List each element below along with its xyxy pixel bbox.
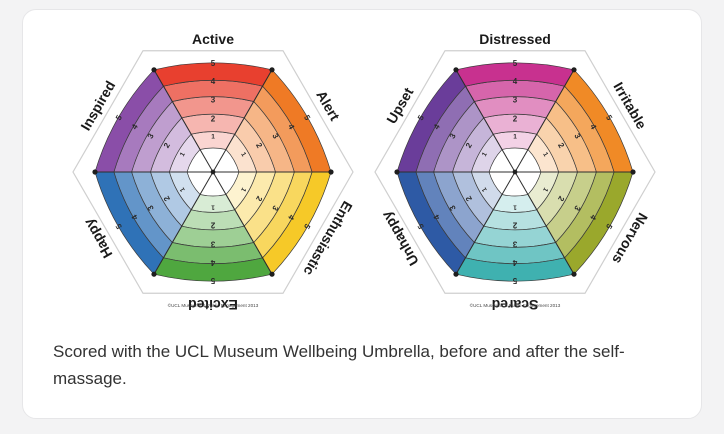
spoke — [514, 69, 575, 173]
scale-number: 4 — [588, 123, 598, 132]
segment-distressed[interactable]: 1 2 3 4 5 Distressed — [455, 31, 575, 150]
scale-number: 1 — [481, 186, 489, 193]
scale-number: 3 — [270, 204, 280, 213]
scale-number: 1 — [541, 186, 549, 193]
scale-number: 5 — [302, 114, 312, 123]
spoke-tip — [328, 169, 334, 175]
spoke — [455, 171, 516, 275]
scale-number: 2 — [211, 114, 216, 123]
scale-number: 1 — [239, 186, 247, 193]
credit-text: ©UCL Museums & Public Engagement 2013 — [168, 302, 259, 308]
segment-label: Scared — [492, 297, 539, 313]
wellbeing-umbrella-negative: 12345Distressed12345Irritable12345Nervou… — [374, 31, 656, 313]
scale-number: 4 — [432, 122, 442, 131]
spoke-tip — [571, 271, 577, 277]
scale-number: 5 — [210, 276, 215, 285]
figure-caption: Scored with the UCL Museum Wellbeing Umb… — [53, 342, 625, 388]
spoke — [212, 69, 273, 173]
scale-number: 1 — [211, 203, 215, 210]
scale-number: 5 — [302, 222, 312, 231]
scale-number: 2 — [512, 221, 517, 230]
spoke-tip — [453, 271, 459, 277]
scale-number: 4 — [211, 77, 216, 86]
umbrella-hub — [512, 169, 518, 175]
scale-number: 2 — [162, 194, 172, 203]
scale-number: 5 — [604, 114, 614, 123]
scale-number: 5 — [513, 59, 518, 68]
scale-number: 2 — [556, 141, 566, 150]
scale-number: 1 — [513, 203, 517, 210]
scale-number: 5 — [512, 276, 517, 285]
spoke — [514, 171, 575, 275]
scale-number: 1 — [513, 134, 517, 141]
scale-number: 1 — [179, 186, 187, 193]
scale-number: 5 — [211, 59, 216, 68]
scale-number: 3 — [512, 239, 517, 248]
scale-number: 4 — [512, 258, 517, 267]
scale-number: 5 — [114, 113, 124, 122]
scale-number: 3 — [513, 96, 518, 105]
spoke — [212, 171, 273, 275]
scale-number: 4 — [130, 212, 140, 221]
spoke — [153, 69, 214, 173]
segment-label: Distressed — [479, 31, 551, 47]
spoke — [153, 171, 214, 275]
scale-number: 3 — [572, 132, 582, 141]
scale-number: 2 — [556, 194, 566, 203]
spoke-tip — [394, 169, 400, 175]
segment-label: Active — [192, 31, 234, 47]
scale-number: 5 — [416, 222, 426, 231]
spoke-tip — [92, 169, 98, 175]
scale-number: 4 — [210, 258, 215, 267]
scale-number: 4 — [588, 213, 598, 222]
spoke-tip — [453, 67, 459, 73]
spoke — [455, 69, 516, 173]
scale-number: 5 — [604, 222, 614, 231]
credit-text: ©UCL Museums & Public Engagement 2013 — [470, 302, 561, 308]
scale-number: 3 — [211, 96, 216, 105]
scale-number: 2 — [513, 114, 518, 123]
scale-number: 2 — [210, 221, 215, 230]
spoke-tip — [151, 67, 157, 73]
segment-active[interactable]: 1 2 3 4 5 Active — [153, 31, 273, 150]
scale-number: 1 — [179, 151, 187, 158]
scale-number: 3 — [448, 131, 458, 140]
scale-number: 2 — [162, 141, 172, 150]
scale-number: 4 — [130, 122, 140, 131]
scale-number: 5 — [114, 222, 124, 231]
scale-number: 4 — [432, 212, 442, 221]
scale-number: 4 — [513, 77, 518, 86]
scale-number: 1 — [239, 151, 247, 158]
scale-number: 3 — [146, 131, 156, 140]
scale-number: 5 — [416, 113, 426, 122]
scale-number: 2 — [464, 141, 474, 150]
spoke-tip — [269, 271, 275, 277]
spoke-tip — [269, 67, 275, 73]
scale-number: 2 — [254, 194, 264, 203]
segment-label: Excited — [188, 297, 238, 313]
scale-number: 1 — [481, 151, 489, 158]
scale-number: 3 — [447, 203, 457, 212]
scale-number: 3 — [572, 204, 582, 213]
scale-number: 2 — [254, 141, 264, 150]
spoke-tip — [571, 67, 577, 73]
umbrella-hub — [210, 169, 216, 175]
scale-number: 2 — [464, 194, 474, 203]
scale-number: 4 — [286, 213, 296, 222]
scale-number: 3 — [145, 203, 155, 212]
scale-number: 4 — [286, 123, 296, 132]
scale-number: 1 — [541, 151, 549, 158]
scale-number: 3 — [210, 239, 215, 248]
scale-number: 1 — [211, 134, 215, 141]
scale-number: 3 — [270, 132, 280, 141]
spoke-tip — [151, 271, 157, 277]
spoke-tip — [630, 169, 636, 175]
